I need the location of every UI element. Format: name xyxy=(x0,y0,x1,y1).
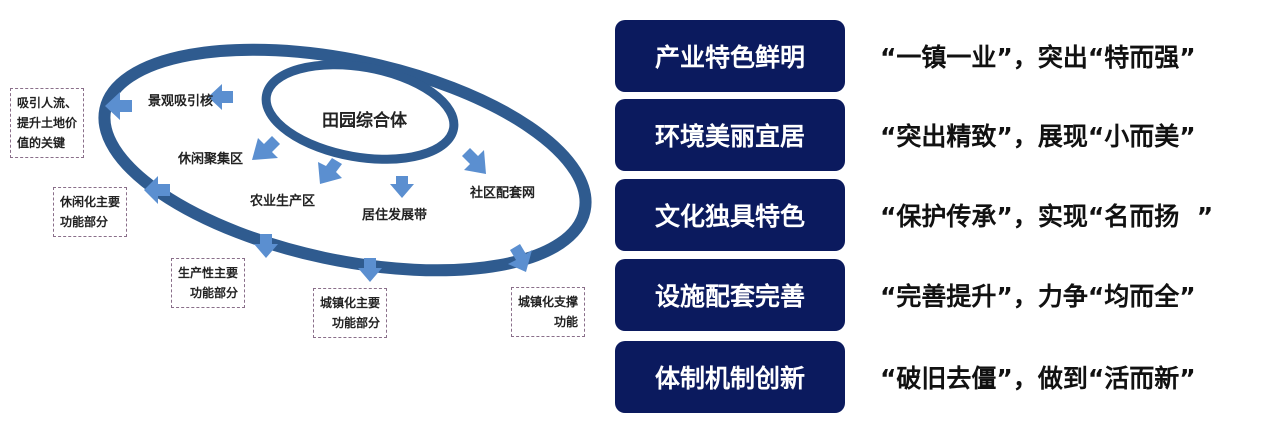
arrow-icon xyxy=(318,158,342,184)
rural-complex-diagram: 田园综合体 景观吸引核 休闲聚集区 农业生产区 居住发展带 社区配套网 吸引人流… xyxy=(0,0,610,428)
function-box: 城镇化主要 功能部分 xyxy=(313,288,388,338)
feature-title: 体制机制创新 xyxy=(615,341,845,413)
arrow-icon xyxy=(508,244,532,272)
zone-label: 休闲聚集区 xyxy=(178,152,244,167)
zone-label: 社区配套网 xyxy=(470,186,536,201)
arrow-icon xyxy=(390,176,414,198)
feature-slogan: “破旧去僵”，做到“活而新” xyxy=(880,364,1196,393)
feature-title: 环境美丽宜居 xyxy=(615,99,845,171)
core-label: 田园综合体 xyxy=(322,111,407,131)
feature-title: 设施配套完善 xyxy=(615,259,845,331)
ring-graphics xyxy=(98,43,592,282)
feature-title: 文化独具特色 xyxy=(615,179,845,251)
arrow-icon xyxy=(462,148,486,174)
zone-label: 居住发展带 xyxy=(362,208,428,223)
feature-slogan: “突出精致”，展现“小而美” xyxy=(880,122,1196,151)
feature-slogan: “一镇一业”，突出“特而强” xyxy=(880,43,1196,72)
feature-slogan: “完善提升”，力争“均而全” xyxy=(880,282,1196,311)
arrows xyxy=(105,84,532,282)
arrow-icon xyxy=(358,258,382,282)
arrow-icon xyxy=(252,136,280,160)
zone-label: 农业生产区 xyxy=(250,194,316,209)
arrow-icon xyxy=(208,84,233,110)
feature-slogan: “保护传承”，实现“名而扬 ” xyxy=(880,202,1214,231)
function-box: 城镇化支撑 功能 xyxy=(511,287,586,337)
inner-ring xyxy=(261,60,459,164)
arrow-icon xyxy=(144,176,170,204)
arrow-icon xyxy=(254,234,278,258)
zone-label: 景观吸引核 xyxy=(148,94,214,109)
outer-ring xyxy=(98,43,592,277)
function-box: 生产性主要 功能部分 xyxy=(171,258,246,308)
function-box: 休闲化主要 功能部分 xyxy=(53,187,128,237)
feature-title: 产业特色鲜明 xyxy=(615,20,845,92)
function-box: 吸引人流、 提升土地价 值的关键 xyxy=(10,88,85,158)
arrow-icon xyxy=(105,92,132,120)
